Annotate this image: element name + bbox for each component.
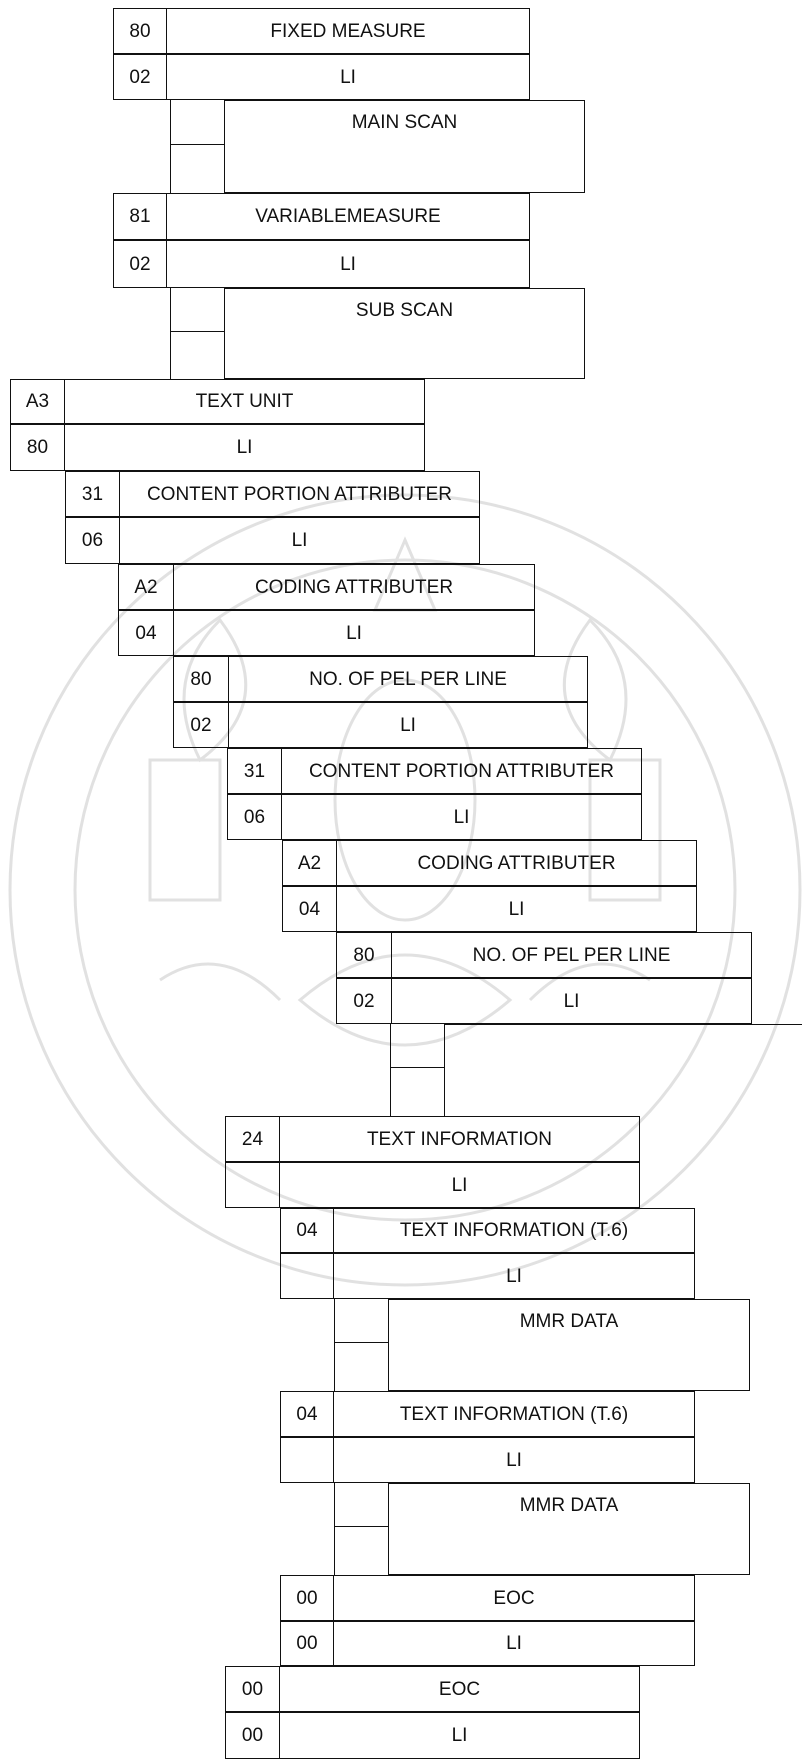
row-code: 06	[227, 794, 282, 840]
row-code: 00	[225, 1666, 280, 1712]
nested-divider	[170, 331, 225, 332]
row-code: 02	[173, 702, 229, 748]
nested-divider	[334, 1526, 389, 1527]
row-label: LI	[337, 886, 697, 932]
row-code	[280, 1437, 334, 1483]
row-code: 02	[113, 240, 167, 288]
row-label: MAIN SCAN	[225, 100, 585, 193]
nested-divider	[334, 1342, 389, 1343]
row-code: A3	[10, 379, 65, 424]
row-label: LI	[120, 517, 480, 564]
row-label: TEXT INFORMATION	[280, 1116, 640, 1162]
row-code: 04	[280, 1208, 334, 1253]
row-label: LI	[174, 610, 535, 656]
row-code: 04	[280, 1391, 334, 1437]
row-label: LI	[65, 424, 425, 471]
row-code: 00	[280, 1575, 334, 1621]
row-code	[390, 1024, 445, 1116]
row-code	[334, 1483, 389, 1575]
row-code: 04	[282, 886, 337, 932]
row-code: 02	[113, 54, 167, 100]
row-label: LI	[334, 1437, 695, 1483]
nested-divider	[390, 1067, 445, 1068]
row-code: 80	[336, 932, 392, 978]
row-code: 80	[113, 8, 167, 54]
row-label: LI	[280, 1162, 640, 1208]
row-code	[280, 1253, 334, 1299]
row-label: LI	[280, 1712, 640, 1759]
row-label: CONTENT PORTION ATTRIBUTER	[120, 471, 480, 517]
row-label	[445, 1024, 802, 1116]
row-label: CODING ATTRIBUTER	[337, 840, 697, 886]
row-label: EOC	[334, 1575, 695, 1621]
row-code: 80	[173, 656, 229, 702]
row-label: CODING ATTRIBUTER	[174, 564, 535, 610]
row-code: 06	[65, 517, 120, 564]
row-label: NO. OF PEL PER LINE	[392, 932, 752, 978]
row-code: 80	[10, 424, 65, 471]
nested-divider	[170, 144, 225, 145]
row-label: LI	[167, 240, 530, 288]
row-label: LI	[334, 1253, 695, 1299]
row-label: TEXT INFORMATION (T.6)	[334, 1208, 695, 1253]
row-code: 24	[225, 1116, 280, 1162]
row-label: LI	[282, 794, 642, 840]
row-code: 00	[225, 1712, 280, 1759]
row-label: VARIABLEMEASURE	[167, 193, 530, 240]
row-label: NO. OF PEL PER LINE	[229, 656, 588, 702]
row-label: LI	[334, 1621, 695, 1666]
row-code: 04	[118, 610, 174, 656]
row-label: MMR DATA	[389, 1483, 750, 1575]
row-code: A2	[118, 564, 174, 610]
row-label: TEXT UNIT	[65, 379, 425, 424]
row-label: LI	[229, 702, 588, 748]
row-code: 31	[227, 748, 282, 794]
row-label: FIXED MEASURE	[167, 8, 530, 54]
row-code	[334, 1299, 389, 1391]
row-label: TEXT INFORMATION (T.6)	[334, 1391, 695, 1437]
row-label: CONTENT PORTION ATTRIBUTER	[282, 748, 642, 794]
row-label: SUB SCAN	[225, 288, 585, 379]
row-code	[170, 288, 225, 379]
row-label: LI	[392, 978, 752, 1024]
row-label: EOC	[280, 1666, 640, 1712]
row-code: 81	[113, 193, 167, 240]
row-code: 02	[336, 978, 392, 1024]
row-code	[170, 100, 225, 193]
row-code: 31	[65, 471, 120, 517]
row-label: LI	[167, 54, 530, 100]
row-code: A2	[282, 840, 337, 886]
row-code	[225, 1162, 280, 1208]
row-label: MMR DATA	[389, 1299, 750, 1391]
row-code: 00	[280, 1621, 334, 1666]
